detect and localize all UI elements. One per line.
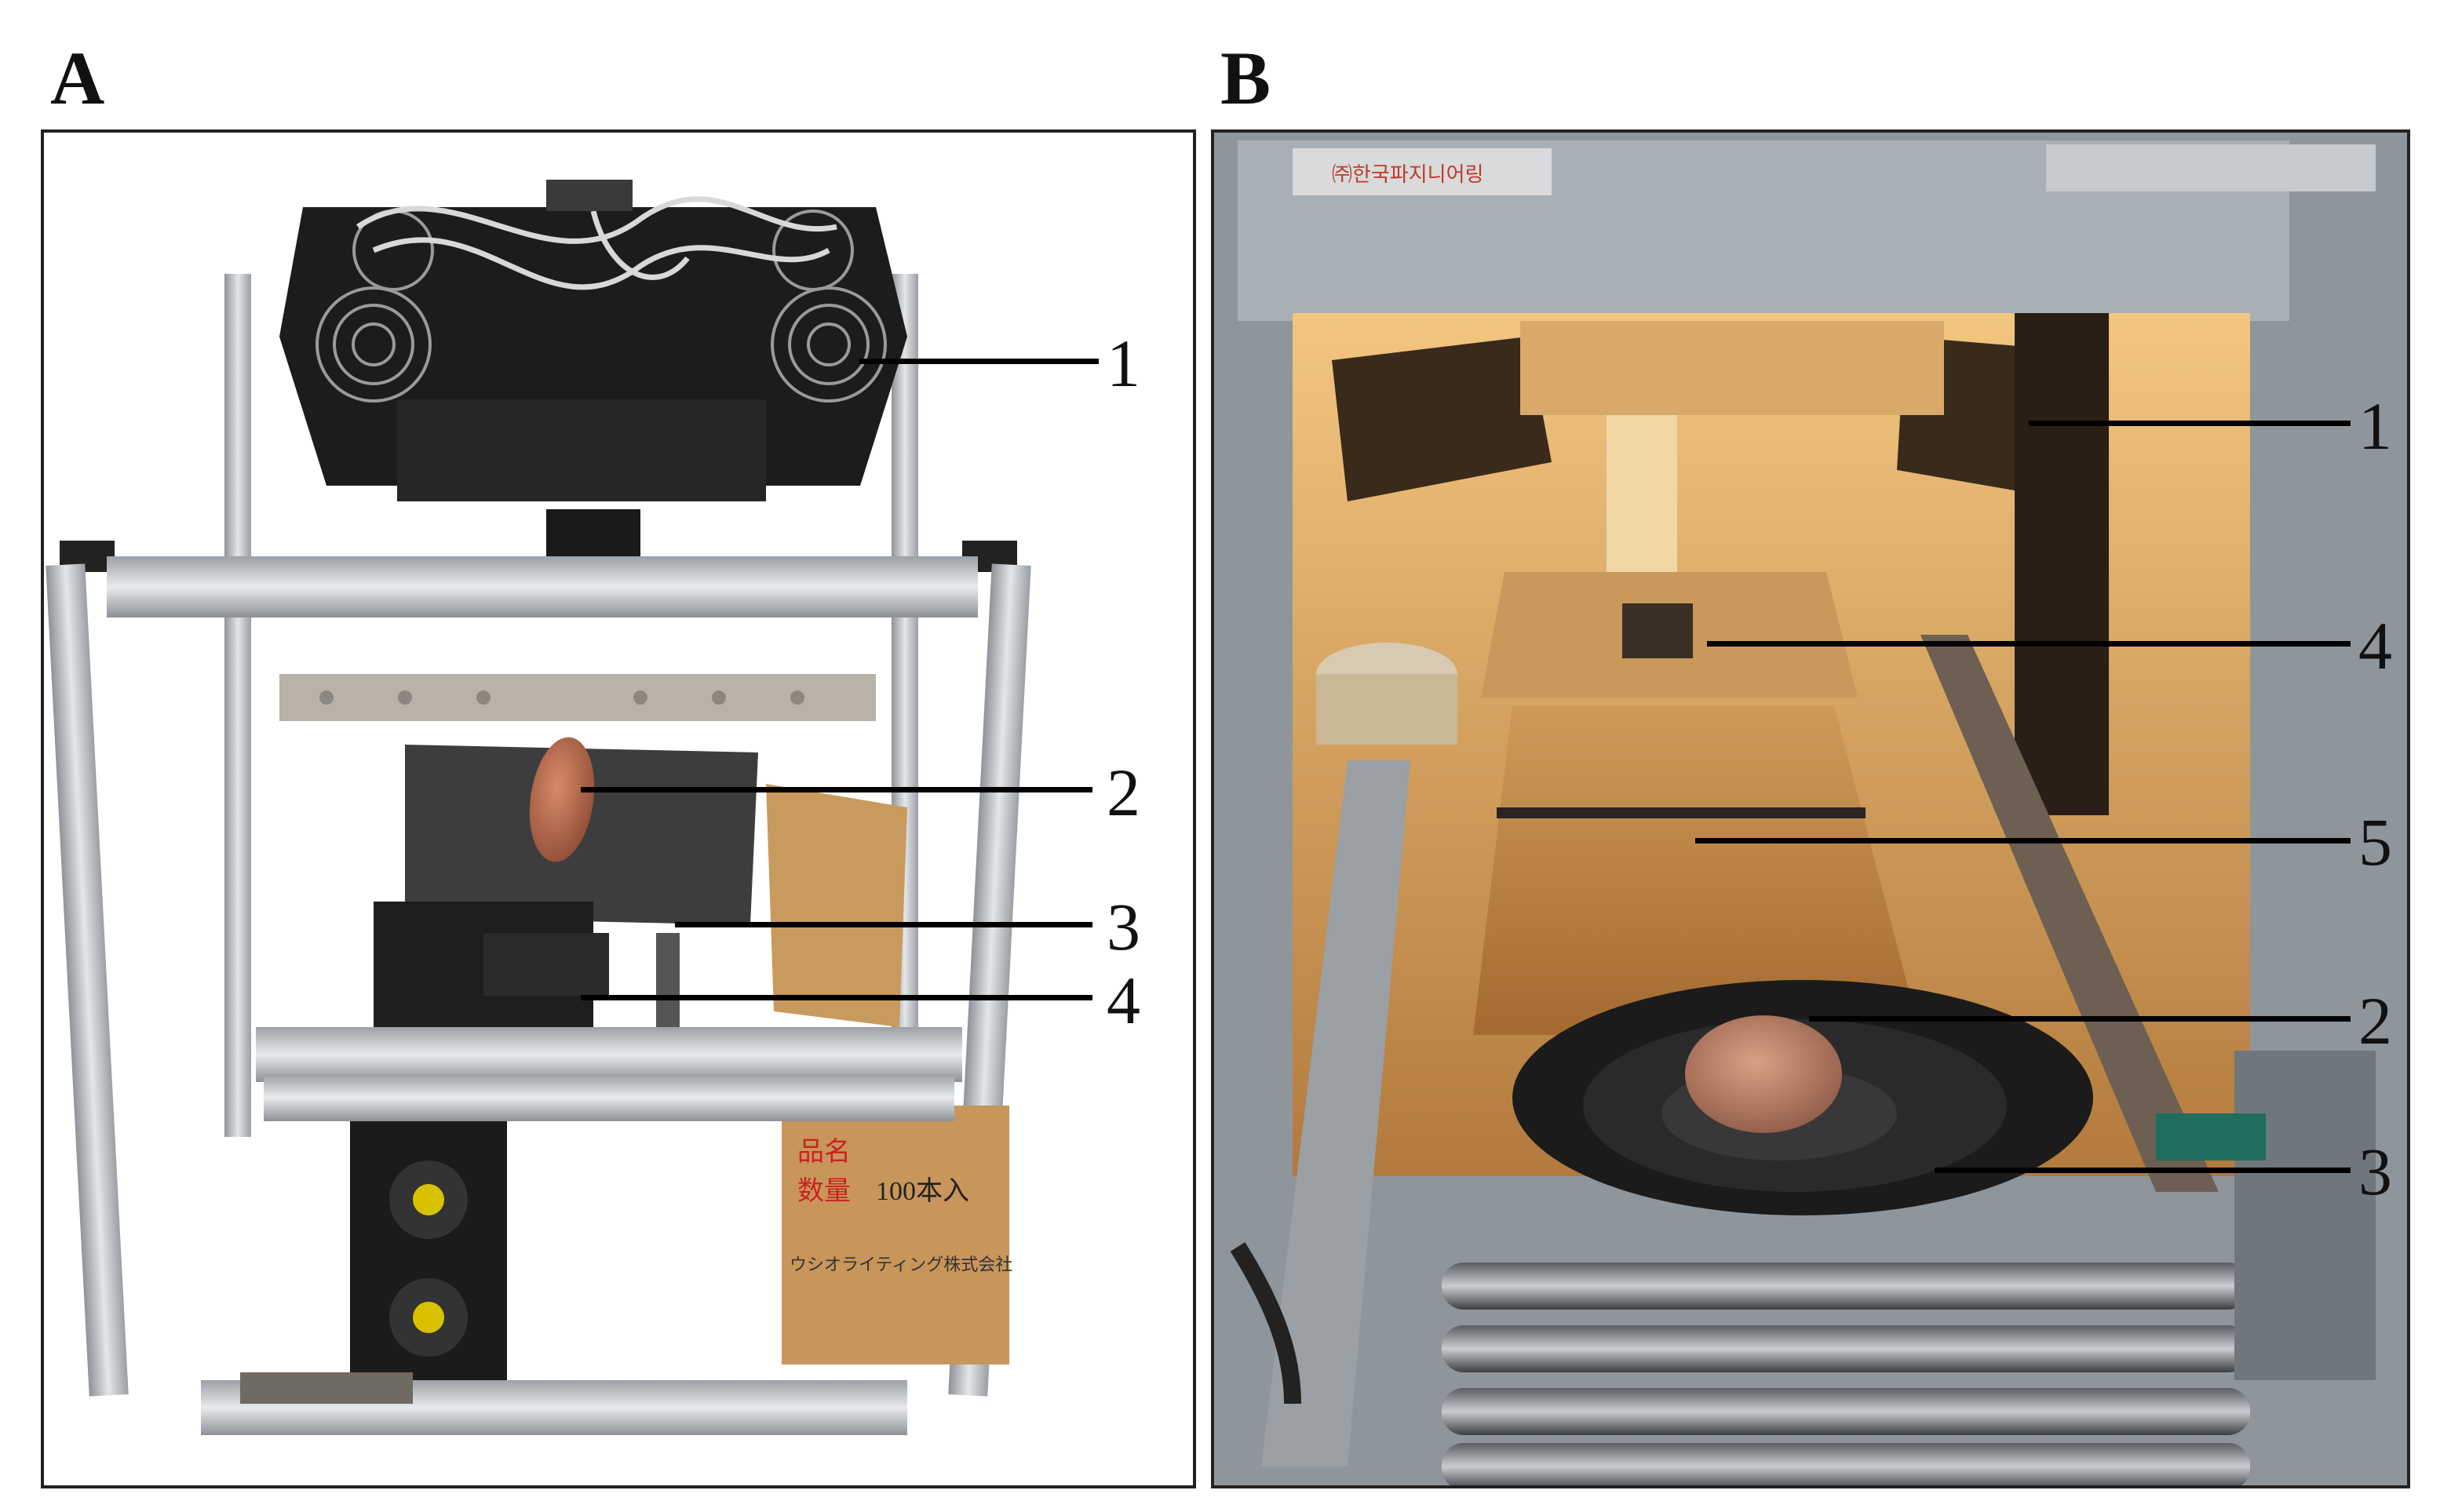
box-label-qty: 数量 [797, 1176, 851, 1206]
box-label-maker: ウシオライティング株式会社 [790, 1255, 1012, 1274]
panel-b-callout-5-line [1695, 838, 2351, 843]
panel-b-callout-1: 1 [2358, 388, 2392, 464]
panel-b-illustration: ㈜한국파지니어링 [1214, 133, 2407, 1485]
panel-b-letter: B [1220, 36, 1271, 120]
machine-placard: ㈜한국파지니어링 [1332, 162, 1483, 186]
box-label-qty-value: 100本入 [876, 1176, 969, 1206]
panel-a-letter: A [50, 36, 105, 120]
panel-b-callout-2-line [1809, 1016, 2351, 1022]
panel-a-callout-4: 4 [1107, 963, 1140, 1038]
panel-a-callout-3: 3 [1107, 889, 1140, 964]
panel-b-callout-4: 4 [2358, 608, 2392, 683]
panel-b-callout-3-line [1935, 1168, 2351, 1173]
box-label-name: 品名 [797, 1137, 851, 1167]
panel-a-photo: 品名 数量 100本入 ウシオライティング株式会社 [41, 129, 1196, 1488]
panel-a-callout-2: 2 [1107, 755, 1140, 830]
panel-b-callout-2: 2 [2358, 983, 2392, 1058]
panel-b-callout-4-line [1707, 641, 2351, 647]
panel-b-callout-5: 5 [2358, 804, 2392, 880]
panel-a-callout-4-line [581, 995, 1092, 1000]
panel-a-callout-3-line [675, 922, 1092, 927]
panel-b-photo: ㈜한국파지니어링 [1211, 129, 2410, 1488]
panel-a-callout-2-line [581, 787, 1092, 792]
panel-a-callout-1: 1 [1107, 326, 1140, 401]
panel-b-callout-3: 3 [2358, 1134, 2392, 1209]
panel-b-callout-1-line [2029, 421, 2351, 426]
panel-a-illustration: 品名 数量 100本入 ウシオライティング株式会社 [46, 180, 1031, 1435]
panel-a-callout-1-line [859, 359, 1099, 364]
